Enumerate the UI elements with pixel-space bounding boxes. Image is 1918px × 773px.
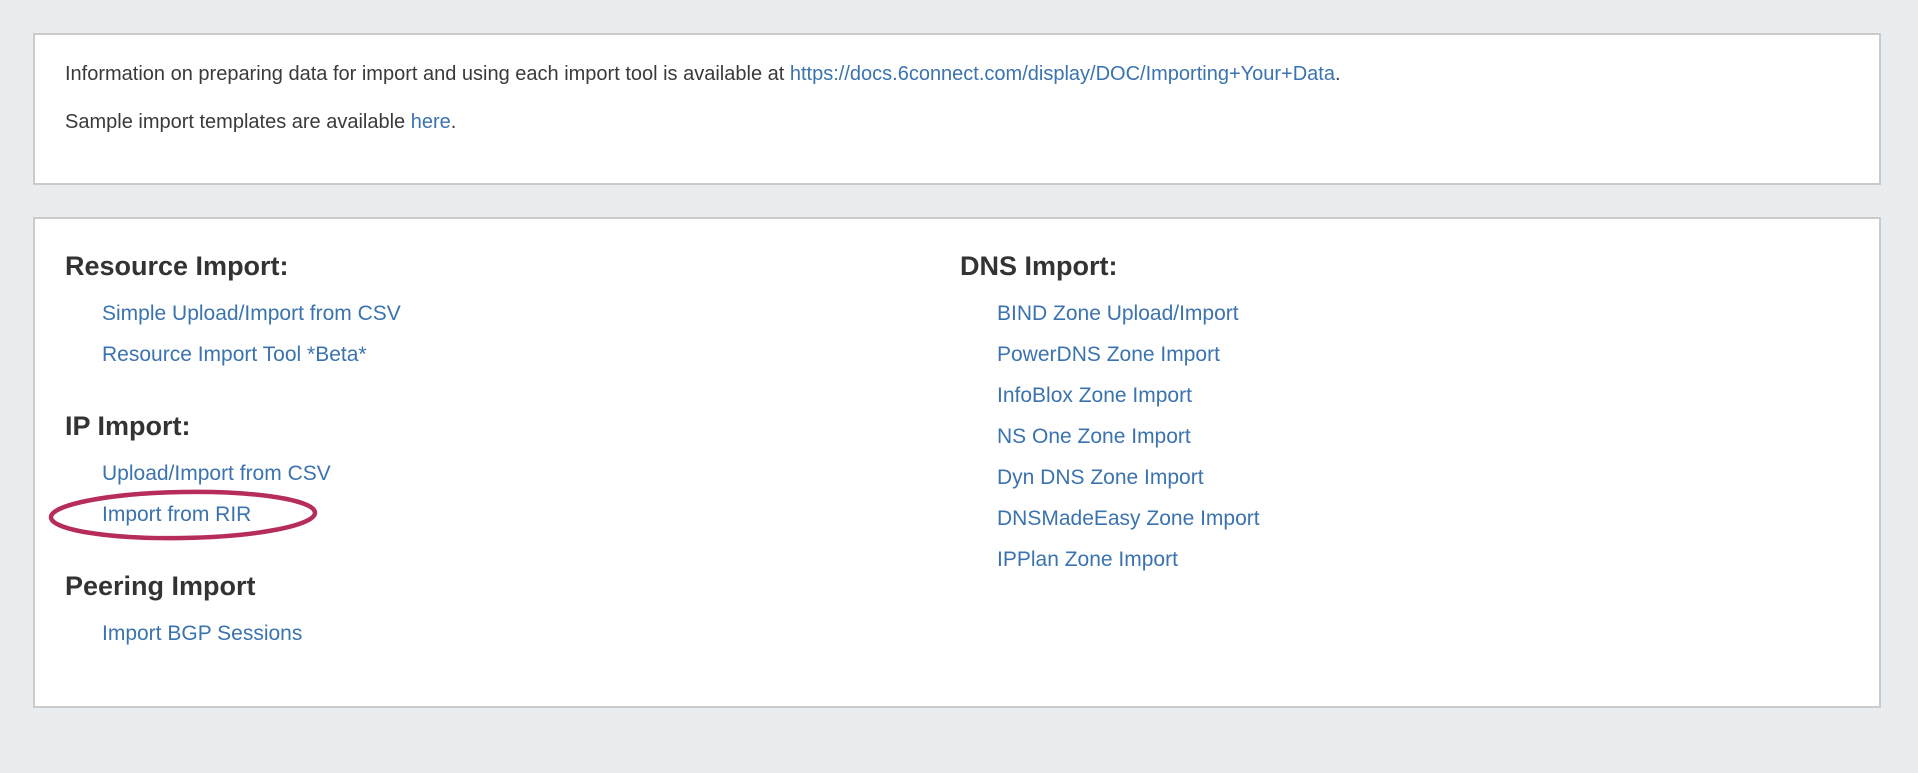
list-item: PowerDNS Zone Import (997, 334, 1849, 375)
sample-templates-here-link[interactable]: here (410, 111, 451, 133)
dnsmadeeasy-zone-import-link[interactable]: DNSMadeEasy Zone Import (997, 507, 1260, 530)
import-from-rir-link[interactable]: Import from RIR (102, 503, 252, 526)
list-item: Upload/Import from CSV (102, 453, 960, 494)
info-line-2: Sample import templates are available he… (65, 107, 1849, 137)
ipplan-zone-import-link[interactable]: IPPlan Zone Import (997, 548, 1178, 571)
import-panel-right-column: DNS Import: BIND Zone Upload/Import Powe… (960, 249, 1849, 580)
simple-upload-import-csv-link[interactable]: Simple Upload/Import from CSV (102, 302, 401, 325)
list-item-import-from-rir: Import from RIR (48, 489, 960, 540)
powerdns-zone-import-link[interactable]: PowerDNS Zone Import (997, 343, 1220, 366)
list-item: InfoBlox Zone Import (997, 375, 1849, 416)
section-ip-import: IP Import: Upload/Import from CSV Import… (48, 409, 960, 540)
peering-import-links: Import BGP Sessions (65, 613, 960, 654)
page-background: Information on preparing data for import… (0, 33, 1918, 708)
list-item: Import BGP Sessions (102, 613, 960, 654)
info-line-1-period: . (1334, 63, 1341, 85)
import-bgp-sessions-link[interactable]: Import BGP Sessions (102, 622, 303, 645)
list-item: NS One Zone Import (997, 416, 1849, 457)
section-dns-import: DNS Import: BIND Zone Upload/Import Powe… (960, 249, 1849, 580)
section-resource-import: Resource Import: Simple Upload/Import fr… (65, 249, 960, 375)
list-item: Resource Import Tool *Beta* (102, 334, 960, 375)
info-line-2-period: . (450, 111, 457, 133)
dyn-dns-zone-import-link[interactable]: Dyn DNS Zone Import (997, 466, 1204, 489)
section-peering-import: Peering Import Import BGP Sessions (65, 569, 960, 654)
info-line-2-text: Sample import templates are available (65, 111, 411, 133)
infoblox-zone-import-link[interactable]: InfoBlox Zone Import (997, 384, 1192, 407)
peering-import-heading: Peering Import (65, 571, 256, 601)
list-item: BIND Zone Upload/Import (997, 293, 1849, 334)
info-line-1-text: Information on preparing data for import… (65, 63, 790, 85)
list-item: IPPlan Zone Import (997, 539, 1849, 580)
dns-import-links: BIND Zone Upload/Import PowerDNS Zone Im… (960, 293, 1849, 580)
dns-import-heading: DNS Import: (960, 251, 1118, 281)
import-panel-left-column: Resource Import: Simple Upload/Import fr… (48, 249, 960, 654)
resource-import-tool-beta-link[interactable]: Resource Import Tool *Beta* (102, 343, 367, 366)
info-panel: Information on preparing data for import… (33, 33, 1881, 185)
list-item: Dyn DNS Zone Import (997, 457, 1849, 498)
list-item: DNSMadeEasy Zone Import (997, 498, 1849, 539)
resource-import-heading: Resource Import: (65, 251, 289, 281)
ip-import-heading: IP Import: (65, 411, 191, 441)
bind-zone-upload-import-link[interactable]: BIND Zone Upload/Import (997, 302, 1239, 325)
upload-import-csv-link[interactable]: Upload/Import from CSV (102, 462, 331, 485)
resource-import-links: Simple Upload/Import from CSV Resource I… (65, 293, 960, 375)
ns-one-zone-import-link[interactable]: NS One Zone Import (997, 425, 1191, 448)
ip-import-links: Upload/Import from CSV Import from RIR (48, 453, 960, 540)
import-panel: Resource Import: Simple Upload/Import fr… (33, 217, 1881, 708)
docs-url-link[interactable]: https://docs.6connect.com/display/DOC/Im… (789, 63, 1335, 85)
list-item: Simple Upload/Import from CSV (102, 293, 960, 334)
info-line-1: Information on preparing data for import… (65, 59, 1849, 89)
